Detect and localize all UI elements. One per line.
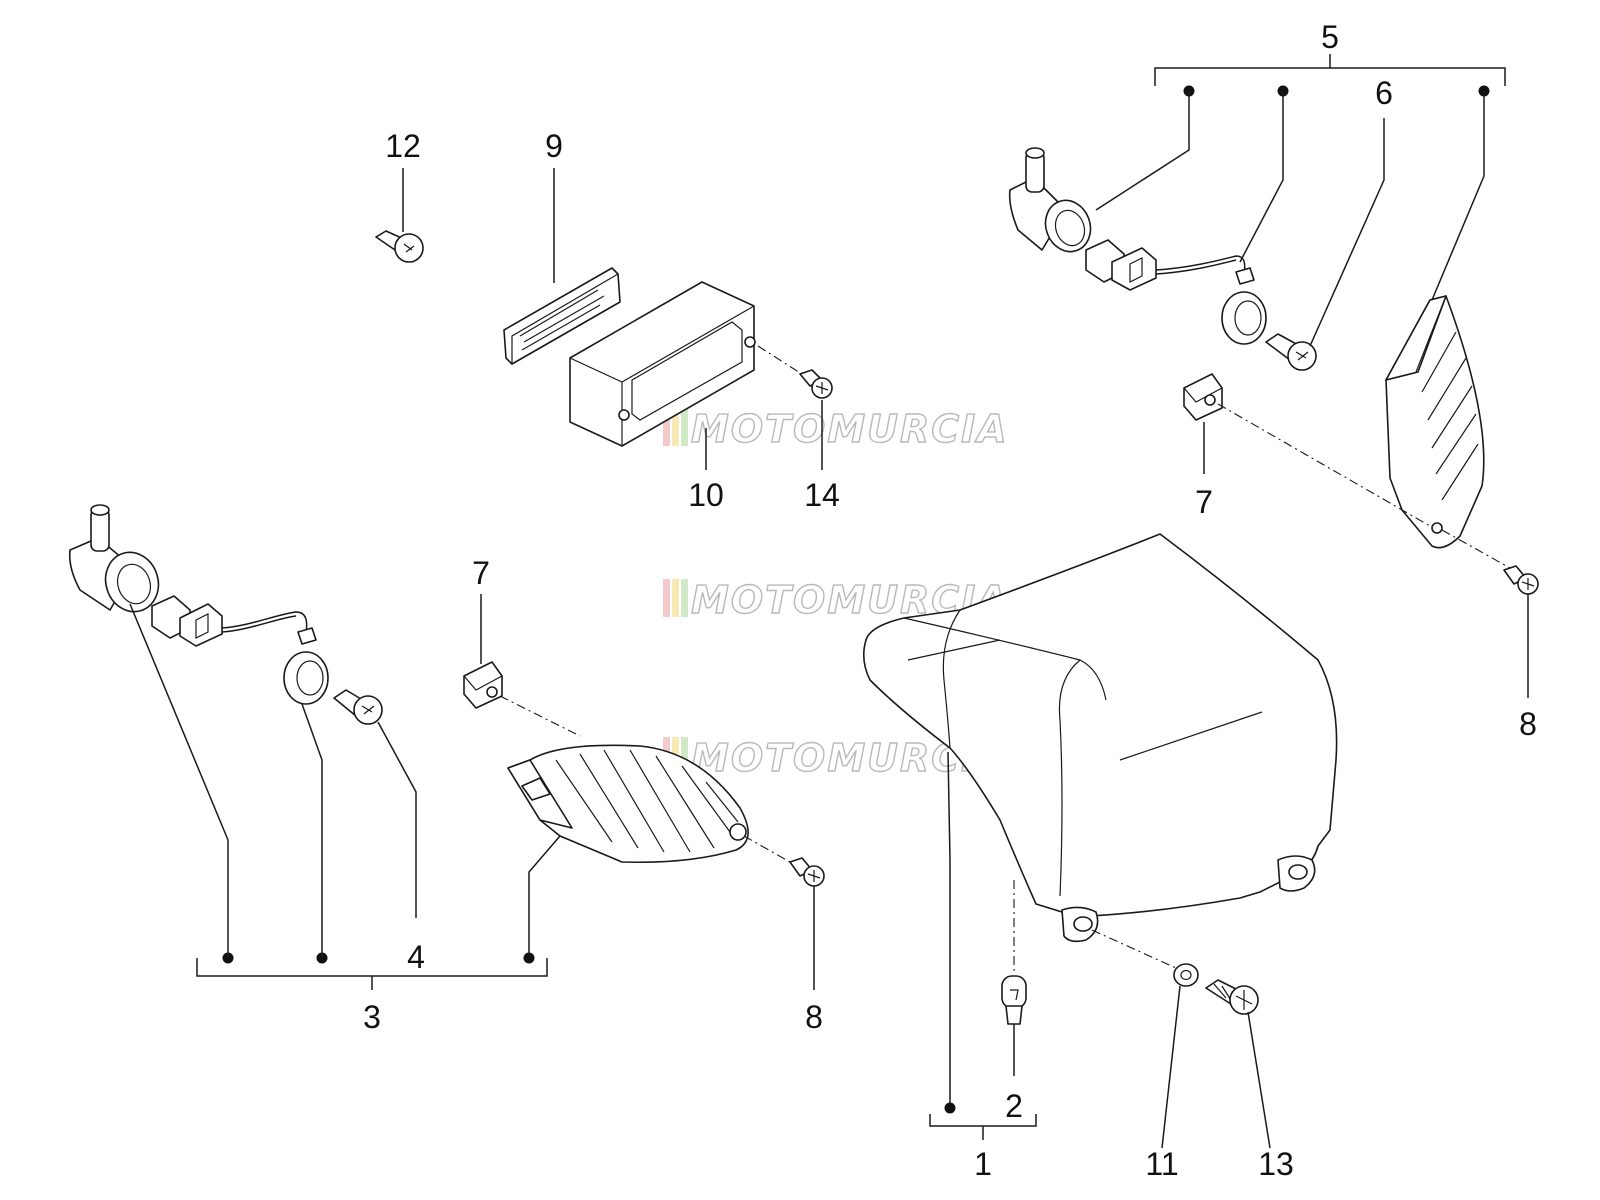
callout-13: 13 [1258,1146,1294,1182]
callout-6: 6 [1375,75,1393,111]
part-3-left-indicator-group [68,504,749,990]
callout-9: 9 [545,128,563,164]
callout-4: 4 [407,939,425,975]
callout-7-left: 7 [472,555,490,591]
callout-11: 11 [1145,1146,1178,1182]
watermark-stripe-yellow [672,579,679,617]
part-7-clip-nut-left [463,594,581,737]
part-14-screw [799,369,833,470]
watermark-stripe-green [681,737,688,775]
watermark-stripe-red [663,408,670,446]
watermark-stripe-red [663,579,670,617]
part-12-bulb [375,168,424,263]
part-11-washer [1091,929,1199,1149]
watermark-stripe-yellow [672,408,679,446]
watermark-1: MOTOMURCIA [663,406,1009,452]
callout-8-left: 8 [805,999,823,1035]
part-9-lens-plate [503,168,621,365]
callout-3: 3 [363,999,381,1035]
callout-8-right: 8 [1519,706,1537,742]
part-8-screw-left [743,835,825,990]
part-13-screw [1205,979,1271,1149]
watermark-text: MOTOMURCIA [691,407,1009,451]
callout-1: 1 [974,1146,992,1182]
callout-5: 5 [1321,19,1339,55]
watermark-stripe-green [681,408,688,446]
part-1-tail-light-assembly [862,533,1338,1140]
callout-10: 10 [688,477,724,513]
part-5-right-indicator-group [1008,54,1506,549]
part-10-licence-light-housing [569,281,809,470]
callout-2: 2 [1005,1088,1023,1124]
callout-12: 12 [385,128,421,164]
watermark-stripe-green [681,579,688,617]
part-7-clip-nut-right [1183,373,1431,527]
callout-7-right: 7 [1195,484,1213,520]
part-2-wedge-bulb [1001,975,1027,1076]
callout-14: 14 [804,477,840,513]
part-8-screw-right [1441,529,1539,698]
